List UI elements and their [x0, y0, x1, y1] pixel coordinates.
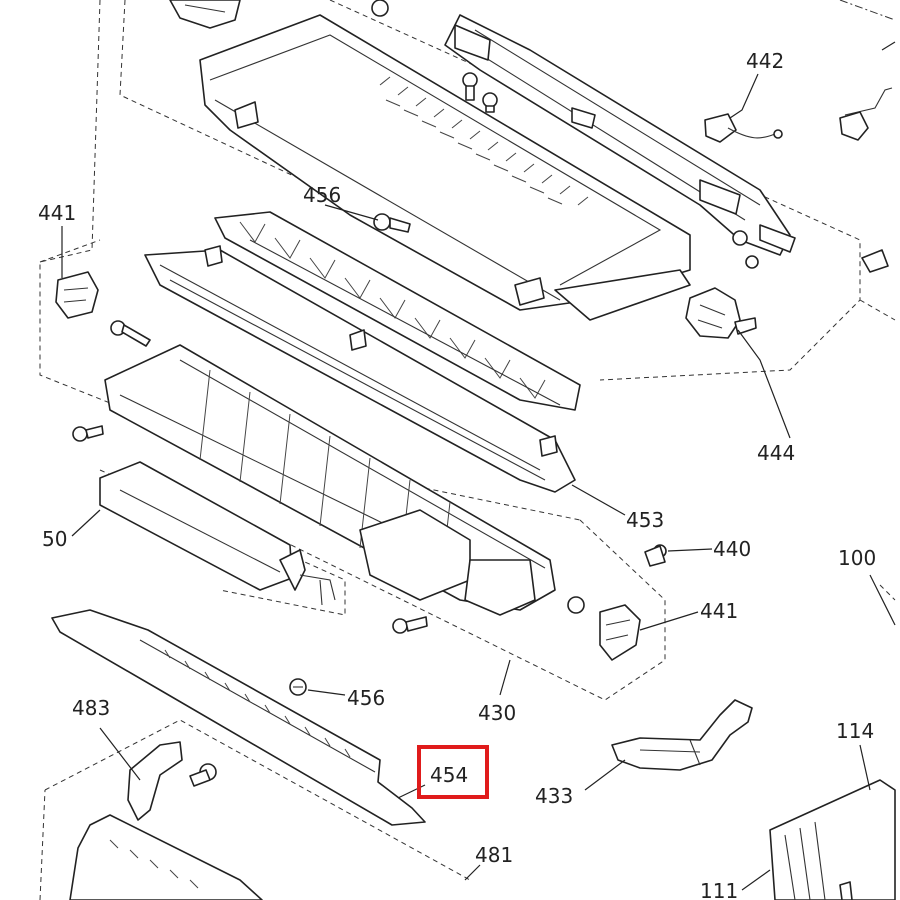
- callout-456-upper: 456: [303, 183, 341, 207]
- cable-part-442: [704, 113, 783, 143]
- panel-114: [769, 779, 896, 900]
- screw-440: [644, 544, 667, 567]
- lower-tray-430: [104, 344, 556, 616]
- callout-leaders: [61, 41, 896, 891]
- callout-441-left: 441: [38, 201, 76, 225]
- callout-50: 50: [42, 527, 67, 551]
- callout-453: 453: [626, 508, 664, 532]
- callout-441-right: 441: [700, 599, 738, 623]
- callout-100: 100: [838, 546, 876, 570]
- callout-430: 430: [478, 701, 516, 725]
- callout-444: 444: [757, 441, 795, 465]
- screw-456-lower: [289, 678, 307, 696]
- motor-part-444: [685, 287, 757, 339]
- lower-cover-481: [69, 814, 263, 900]
- callout-456-lower: 456: [347, 686, 385, 710]
- housing-vent-slots: [379, 76, 589, 206]
- louver-blades: [214, 211, 581, 411]
- right-wire-loop: [839, 87, 893, 273]
- duct-housing: [199, 14, 691, 321]
- top-left-bracket: [169, 0, 241, 29]
- bracket-483: [127, 741, 217, 821]
- roller-part-50: [99, 461, 336, 606]
- callout-114: 114: [836, 719, 874, 743]
- highlight-box-454: [417, 745, 489, 799]
- upper-bracket-rail: [444, 14, 796, 256]
- callout-483: 483: [72, 696, 110, 720]
- callout-labels: 442 456 441 444 453 50 440 100 441 456 4…: [38, 49, 876, 900]
- bracket-441-left: [55, 271, 151, 442]
- callout-440: 440: [713, 537, 751, 561]
- upper-screws: [371, 0, 759, 269]
- bracket-441-right: [392, 596, 641, 661]
- callout-111: 111: [700, 879, 738, 900]
- callout-454: 454: [430, 763, 468, 787]
- bracket-433: [611, 699, 753, 771]
- callout-433: 433: [535, 784, 573, 808]
- louver-frame-453: [144, 245, 576, 493]
- callout-481: 481: [475, 843, 513, 867]
- strip-part-454: [51, 609, 426, 826]
- screw-456-upper: [373, 213, 411, 233]
- callout-442: 442: [746, 49, 784, 73]
